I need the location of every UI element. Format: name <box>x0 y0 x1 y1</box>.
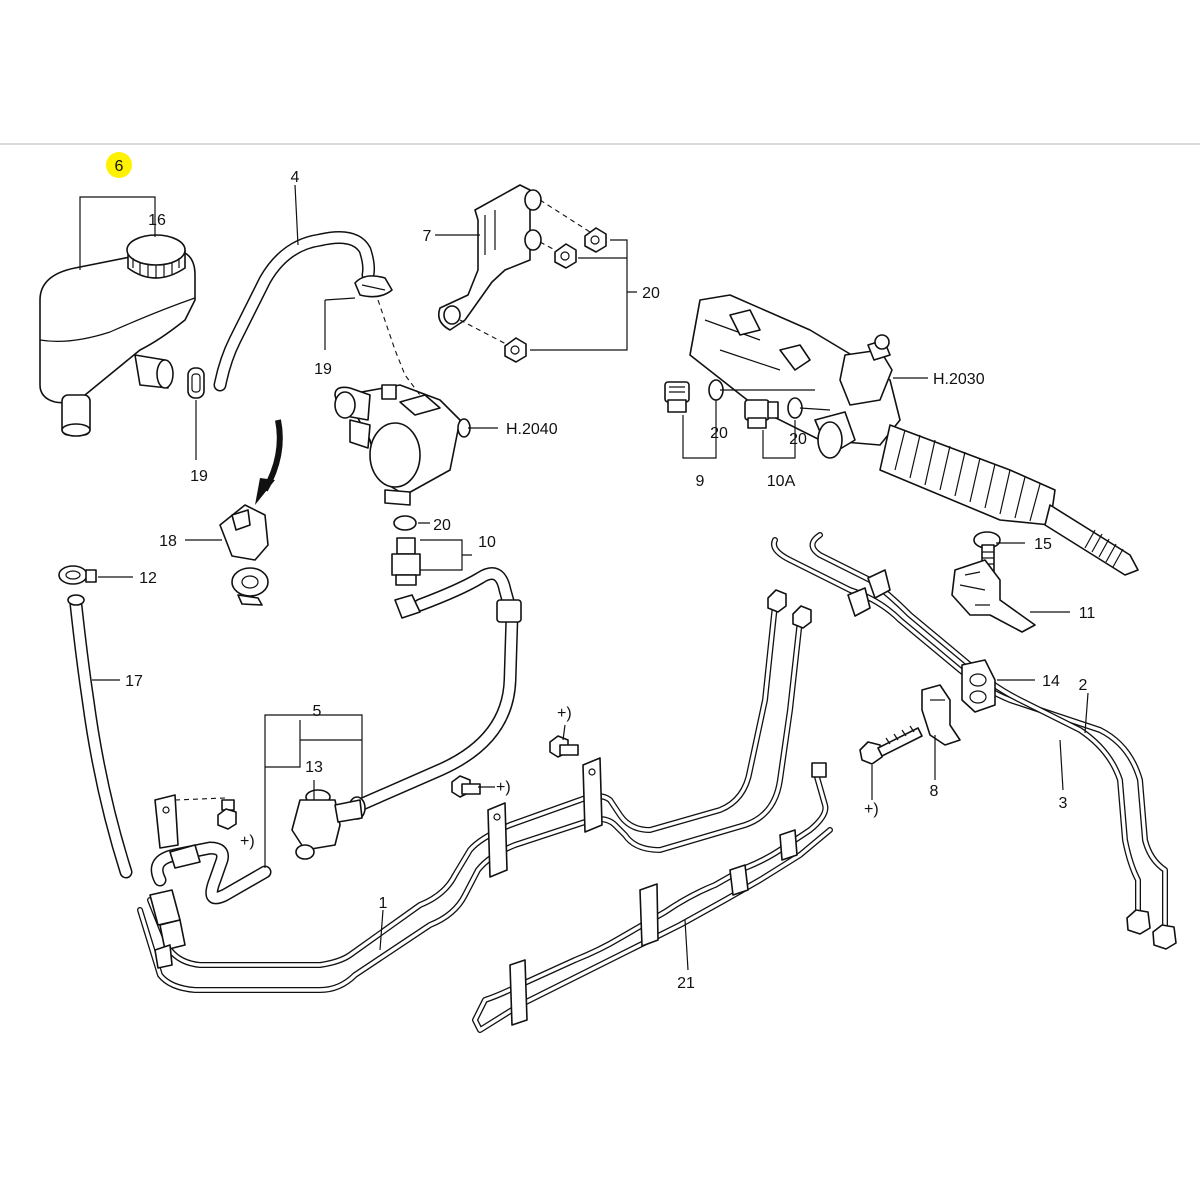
reservoir-cap[interactable] <box>126 234 186 279</box>
callout-20-bracket: 20 <box>642 285 660 302</box>
nut-20-b[interactable] <box>554 243 577 269</box>
dashed-left-link <box>174 797 226 801</box>
banjo-bolt-9[interactable] <box>664 381 690 413</box>
tie-rod[interactable] <box>1044 504 1139 576</box>
callout-20-seal-b: 20 <box>789 431 807 448</box>
direction-arrow-icon <box>255 419 283 505</box>
pressure-switch-13[interactable] <box>291 789 363 860</box>
callout-plus-1: +) <box>557 705 572 722</box>
callout-21: 21 <box>677 975 695 992</box>
callout-3: 3 <box>1059 795 1068 812</box>
pipe-bracket-a[interactable] <box>582 757 603 833</box>
pipe-1-nut-b[interactable] <box>792 605 812 629</box>
pipe-3-nut[interactable] <box>1126 909 1151 935</box>
callout-H2030: H.2030 <box>933 371 985 388</box>
callout-10: 10 <box>478 534 496 551</box>
bracket-8[interactable] <box>921 684 961 746</box>
fitting-leaders <box>720 389 831 411</box>
nut-20-c[interactable] <box>504 337 527 363</box>
callout-7: 7 <box>423 228 432 245</box>
callout-11: 11 <box>1079 605 1096 622</box>
hose-4[interactable] <box>213 231 376 392</box>
callout-19-lower: 19 <box>190 468 208 485</box>
pipe-21[interactable] <box>472 762 833 1033</box>
leader-lines <box>92 184 1089 971</box>
callout-18: 18 <box>159 533 177 550</box>
callout-15: 15 <box>1034 536 1052 553</box>
seal-ring-20-b[interactable] <box>787 397 803 419</box>
callout-5: 5 <box>313 703 322 720</box>
union-fitting-10[interactable] <box>391 537 421 586</box>
hose-clamp-19-upper[interactable] <box>354 275 393 298</box>
dashed-bracket-links <box>459 199 591 346</box>
callout-20-pump: 20 <box>433 517 451 534</box>
callout-16: 16 <box>148 212 166 229</box>
callout-4: 4 <box>291 169 300 186</box>
reservoir[interactable] <box>39 248 196 437</box>
highlight-6 <box>106 152 132 178</box>
clip-18[interactable] <box>219 504 269 606</box>
pipe-21-brackets[interactable] <box>509 829 798 1026</box>
callout-2: 2 <box>1079 677 1088 694</box>
callout-13: 13 <box>305 759 323 776</box>
bolt-plus-1[interactable] <box>549 735 579 758</box>
dashed-pump-link <box>377 299 421 396</box>
nut-20-a[interactable] <box>584 227 607 253</box>
callout-19-upper: 19 <box>314 361 332 378</box>
return-hose-17[interactable] <box>67 594 133 879</box>
callout-1: 1 <box>379 895 388 912</box>
steering-rack[interactable] <box>689 294 901 459</box>
bracket-20 <box>530 239 637 351</box>
bracket-7[interactable] <box>437 184 542 331</box>
callout-9: 9 <box>696 473 705 490</box>
bracket-9-10A <box>682 400 796 459</box>
left-pipe-fittings[interactable] <box>149 794 272 969</box>
pipe-2-nut[interactable] <box>1152 924 1177 950</box>
callout-8: 8 <box>930 783 939 800</box>
callout-plus-4: +) <box>240 833 255 850</box>
clamp-11[interactable] <box>951 559 1036 633</box>
pressure-hose[interactable] <box>348 567 522 820</box>
bolt-plus-3[interactable] <box>859 725 923 765</box>
steering-rack-boot[interactable] <box>879 424 1056 526</box>
callout-14: 14 <box>1042 673 1060 690</box>
callout-plus-3: +) <box>864 801 879 818</box>
banjo-bolt-10A[interactable] <box>744 399 779 429</box>
seal-ring-20-c[interactable] <box>393 515 417 531</box>
callout-12: 12 <box>139 570 157 587</box>
bolt-plus-4[interactable] <box>217 799 237 830</box>
callout-20-seal-a: 20 <box>710 425 728 442</box>
pipe-sleeve-a[interactable] <box>847 569 891 617</box>
pipe-3[interactable] <box>809 532 1141 918</box>
pipe-bracket-b[interactable] <box>487 802 508 878</box>
bracket-10 <box>418 522 472 571</box>
hose-clamp-12[interactable] <box>58 565 97 585</box>
callout-6: 6 <box>115 158 124 175</box>
callout-17: 17 <box>125 673 143 690</box>
callout-10A: 10A <box>767 473 796 490</box>
bolt-plus-2[interactable] <box>451 775 481 798</box>
callout-plus-2: +) <box>496 779 511 796</box>
pipe-1-nut-a[interactable] <box>767 589 787 613</box>
hose-clamp-19-lower[interactable] <box>187 367 205 399</box>
pressure-line-1[interactable] <box>137 602 803 993</box>
pipe-clamp-14[interactable] <box>961 659 996 713</box>
callout-H2040: H.2040 <box>506 421 558 438</box>
power-steering-pump[interactable] <box>334 384 471 506</box>
bracket-6 <box>79 196 156 270</box>
